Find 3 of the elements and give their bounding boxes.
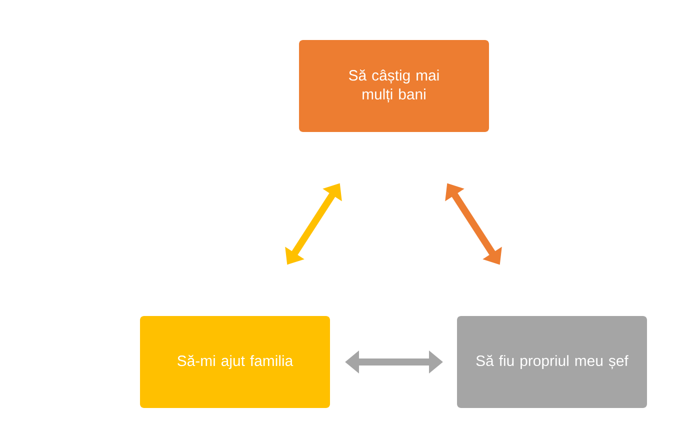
goal-box: Să fiu propriul meu șef bbox=[457, 316, 647, 408]
goal-box: Să câștig mai mulți bani bbox=[299, 40, 489, 132]
goal-box: Să-mi ajut familia bbox=[140, 316, 330, 408]
